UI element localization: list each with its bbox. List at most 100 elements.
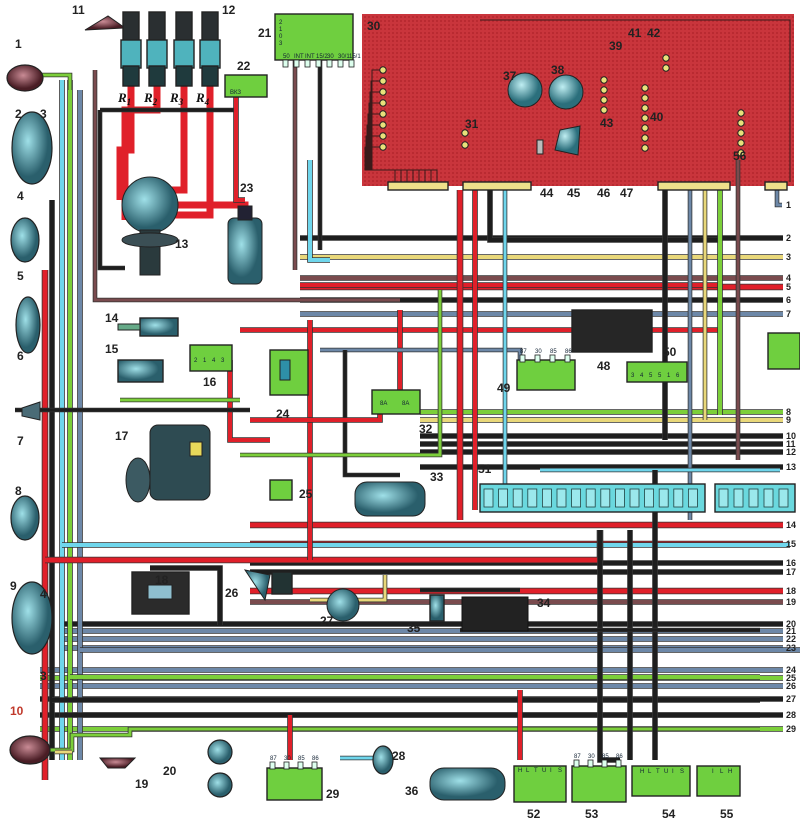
lamps-40 bbox=[641, 94, 649, 102]
component-number-21: 21 bbox=[258, 26, 272, 40]
ignition-switch-row-label: 1 bbox=[279, 27, 283, 33]
panel-connector-3 bbox=[657, 181, 731, 191]
horn-20a bbox=[207, 739, 233, 765]
switch-50-pin-label: 4 bbox=[640, 373, 644, 379]
sender-27 bbox=[326, 588, 360, 622]
fuse-51-9 bbox=[600, 488, 611, 508]
fuse-51-13 bbox=[658, 488, 669, 508]
component-number-16: 16 bbox=[203, 375, 217, 389]
horn-relay-terminal bbox=[297, 761, 304, 770]
wire-number-16: 16 bbox=[786, 558, 796, 568]
switch-50-pin-label: 6 bbox=[676, 373, 680, 379]
component-number-9: 9 bbox=[10, 579, 17, 593]
component-number-23: 23 bbox=[240, 181, 254, 195]
wire-lamp1 bbox=[40, 73, 72, 90]
ignition-switch-terminal bbox=[282, 59, 289, 68]
component-number-36: 36 bbox=[405, 784, 419, 798]
component-number-43: 43 bbox=[600, 116, 614, 130]
panel-lamps-left bbox=[379, 121, 387, 129]
spark-plug-4-cap bbox=[201, 11, 219, 43]
microswitch-15 bbox=[117, 359, 164, 383]
panel-connector-1 bbox=[387, 181, 449, 191]
relay-49-terminal bbox=[519, 354, 526, 363]
switch-50-pin-label: 1 bbox=[667, 373, 671, 379]
component-number-45: 45 bbox=[567, 186, 581, 200]
wire-distributor-ground bbox=[98, 110, 125, 270]
wire-number-8: 8 bbox=[786, 407, 791, 417]
component-number-46: 46 bbox=[597, 186, 611, 200]
panel-lamps-left bbox=[379, 132, 387, 140]
wire-number-5: 5 bbox=[786, 282, 791, 292]
wire-number-3: 3 bbox=[786, 252, 791, 262]
component-number-4: 4 bbox=[17, 189, 24, 203]
component-number-33: 33 bbox=[430, 470, 444, 484]
wire-number-29: 29 bbox=[786, 724, 796, 734]
lamps-40 bbox=[641, 144, 649, 152]
component-number-5: 5 bbox=[17, 269, 24, 283]
panel-trace-top bbox=[480, 19, 791, 182]
component-number-17: 17 bbox=[115, 429, 129, 443]
component-number-13: 13 bbox=[175, 237, 189, 251]
switch-52-pin-label: S bbox=[558, 768, 562, 774]
component-number-14: 14 bbox=[105, 311, 119, 325]
switch-50-pin-label: 3 bbox=[631, 373, 635, 379]
component-number-37: 37 bbox=[503, 69, 517, 83]
switch-54-pin-label: L bbox=[648, 769, 652, 775]
panel-lamps-left bbox=[379, 88, 387, 96]
harness-brown bbox=[93, 70, 400, 302]
relay-49-pin-label: 86 bbox=[565, 349, 572, 355]
fuse-block-32 bbox=[371, 389, 421, 415]
component-number-12: 12 bbox=[222, 3, 236, 17]
fuse-51-8 bbox=[585, 488, 596, 508]
relay-53-terminal bbox=[601, 759, 608, 768]
relay-49-terminal bbox=[534, 354, 541, 363]
switch-54-pin-label: I bbox=[672, 769, 674, 775]
relay-53-pin-label: 85 bbox=[602, 754, 609, 760]
component-number-11: 11 bbox=[72, 3, 85, 17]
fuse-51-15 bbox=[688, 488, 698, 508]
ignition-switch-pin-label: 50 bbox=[283, 54, 290, 60]
horn-relay-pin-label: 86 bbox=[312, 756, 319, 762]
switch-54 bbox=[631, 765, 691, 797]
switch-50 bbox=[626, 361, 688, 383]
panel-lamps-left bbox=[379, 66, 387, 74]
component-number-2: 2 bbox=[15, 107, 22, 121]
lamp-28 bbox=[372, 745, 394, 775]
ignition-switch-pin-label: INT bbox=[305, 54, 315, 60]
wire-green-455 bbox=[240, 290, 442, 457]
fuse-51-12 bbox=[644, 488, 654, 508]
lamps-40 bbox=[641, 84, 649, 92]
component-number-32: 32 bbox=[419, 422, 433, 436]
relay-49-terminal bbox=[549, 354, 556, 363]
component-number-48: 48 bbox=[597, 359, 611, 373]
wire-number-20: 20 bbox=[786, 619, 796, 629]
switch-55-pin-label: L bbox=[720, 769, 724, 775]
component-number-42: 42 bbox=[647, 26, 661, 40]
fog-lamp-8 bbox=[10, 495, 40, 541]
component-number-50: 50 bbox=[663, 345, 677, 359]
switch-52-pin-label: H bbox=[518, 768, 522, 774]
relay-25 bbox=[269, 479, 293, 501]
wire-1 bbox=[775, 186, 782, 207]
indicator-lamps-56 bbox=[737, 129, 745, 137]
lamp-19 bbox=[98, 757, 137, 769]
horn-relay-pin-label: 30 bbox=[284, 756, 291, 762]
ignition-switch-pin-label: 30 bbox=[327, 54, 334, 60]
ignition-switch-pin-label: 30/1 bbox=[338, 54, 350, 60]
horn-relay-pin-label: 85 bbox=[298, 756, 305, 762]
switch-52-pin-label: T bbox=[534, 768, 538, 774]
distributor-flange bbox=[121, 232, 179, 248]
relay-49-pin-label: 87 bbox=[520, 349, 527, 355]
lamp-10 bbox=[9, 735, 51, 765]
component-number-25: 25 bbox=[299, 487, 313, 501]
fog-lamp-5 bbox=[10, 217, 40, 263]
fuse-51-2 bbox=[498, 488, 509, 508]
indicators-41-42 bbox=[662, 54, 670, 62]
wire-number-11: 11 bbox=[786, 439, 796, 449]
fuse-51b-3 bbox=[748, 488, 759, 508]
ignition-switch-21 bbox=[274, 13, 354, 61]
wire-number-24: 24 bbox=[786, 665, 796, 675]
headlamp-2 bbox=[11, 111, 53, 185]
component-number-27: 27 bbox=[320, 614, 334, 628]
